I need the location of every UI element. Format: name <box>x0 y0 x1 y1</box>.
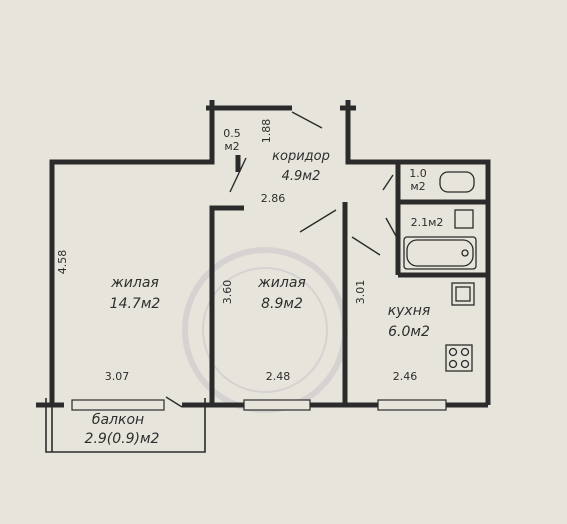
kitchen-width: 2.46 <box>393 370 418 383</box>
sink-icon <box>454 209 474 229</box>
closet-depth: 1.88 <box>260 119 273 144</box>
kitchen-height: 3.01 <box>354 280 367 305</box>
balcony <box>45 398 206 453</box>
kitchen-area: 6.0м2 <box>388 324 430 340</box>
kitchen-name: кухня <box>388 303 431 319</box>
fixtures <box>403 171 477 372</box>
bath-area: 2.1м2 <box>411 216 444 229</box>
living2-area: 8.9м2 <box>261 296 303 312</box>
living1-name: жилая <box>110 275 159 291</box>
living2-height: 3.60 <box>221 280 234 305</box>
living1-area: 14.7м2 <box>110 296 161 312</box>
balcony-name: балкон <box>92 412 144 428</box>
walls <box>36 100 491 408</box>
wc-area-value: 1.0 <box>409 167 427 180</box>
dimension-labels: 3.07 2.48 2.46 2.86 4.58 3.60 3.01 1.88 <box>56 119 417 383</box>
living2-width: 2.48 <box>266 370 291 383</box>
closet-area-unit: м2 <box>224 140 239 153</box>
windows <box>71 399 447 411</box>
doors <box>165 111 397 408</box>
living1-height: 4.58 <box>56 250 69 275</box>
room-labels: жилая 14.7м2 жилая 8.9м2 коридор 4.9м2 к… <box>85 127 444 447</box>
living1-width: 3.07 <box>105 370 130 383</box>
toilet-icon <box>439 171 475 193</box>
closet-area-value: 0.5 <box>223 127 241 140</box>
stamp-watermark <box>182 247 348 413</box>
corridor-width: 2.86 <box>261 192 286 205</box>
living2-name: жилая <box>257 275 306 291</box>
corridor-area: 4.9м2 <box>282 169 321 184</box>
balcony-area: 2.9(0.9)м2 <box>85 431 160 447</box>
wc-area-unit: м2 <box>410 180 425 193</box>
corridor-name: коридор <box>272 149 330 164</box>
stove-icon <box>445 344 473 372</box>
